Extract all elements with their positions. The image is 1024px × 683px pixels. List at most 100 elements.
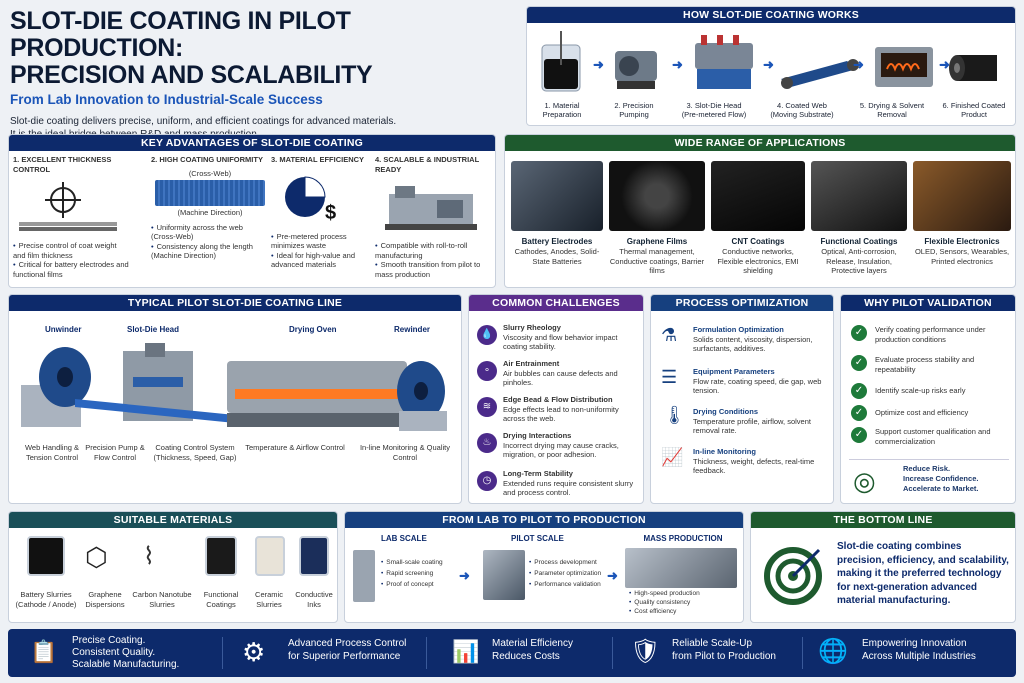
challenges-header: COMMON CHALLENGES: [469, 295, 643, 311]
lab-scale: LAB SCALE Small-scale coating Rapid scre…: [351, 534, 459, 620]
advantages-grid: 1. EXCELLENT THICKNESS CONTROL Precise c…: [9, 155, 495, 285]
pilot-item: Performance validation: [529, 580, 600, 590]
material-label: Carbon Nanotube Slurries: [132, 590, 192, 609]
footer-line: Reliable Scale-Up: [672, 638, 753, 649]
app-desc: Optical, Anti-corrosion, Release, Insula…: [821, 247, 897, 275]
material-label: Conductive Inks: [295, 590, 333, 609]
monitor-chart-icon: 📈: [661, 447, 684, 467]
pilot-title: PILOT SCALE: [511, 534, 564, 543]
footer-line: Reduces Costs: [492, 651, 560, 662]
how-header: HOW SLOT-DIE COATING WORKS: [527, 7, 1015, 23]
arrow-icon: ➜: [459, 568, 470, 583]
check-icon: ✓: [851, 405, 867, 421]
advantage-bullet: Precise control of coat weight and film …: [13, 241, 131, 260]
step-2: 2. Precision Pumping: [614, 101, 654, 119]
validation-header: WHY PILOT VALIDATION MATTERS: [841, 295, 1015, 325]
bubbles-icon: ∘: [477, 361, 497, 381]
cross-web-label: (Cross-Web): [188, 168, 232, 178]
footer-line: for Superior Performance: [288, 651, 401, 662]
step-1: 1. Material Preparation: [542, 101, 582, 119]
arrow-icon: ➜: [607, 568, 618, 583]
optimization-header: PROCESS OPTIMIZATION FACTORS: [651, 295, 833, 325]
scale-panel: FROM LAB TO PILOT TO PRODUCTION LAB SCAL…: [344, 511, 744, 623]
validation-panel: WHY PILOT VALIDATION MATTERS ✓ Verify co…: [840, 294, 1016, 504]
scale-header: FROM LAB TO PILOT TO PRODUCTION: [345, 512, 743, 528]
bottom-line-panel: THE BOTTOM LINE Slot-die coating combine…: [750, 511, 1016, 623]
advantage-bullet: Ideal for high-value and advanced materi…: [271, 251, 371, 270]
pilot-line-header: TYPICAL PILOT SLOT-DIE COATING LINE: [9, 295, 461, 311]
advantage-title: 3. MATERIAL EFFICIENCY: [271, 155, 365, 164]
label-coating-control: Coating Control System (Thickness, Speed…: [153, 443, 237, 462]
advantage-title: 4. SCALABLE & INDUSTRIAL READY: [375, 155, 480, 174]
step-4: 4. Coated Web (Moving Substrate): [770, 101, 834, 119]
step-3: 3. Slot-Die Head (Pre-metered Flow): [681, 101, 747, 119]
slot-die-head-icon: [695, 35, 753, 89]
slogan-line: Increase Confidence.: [903, 474, 979, 483]
clock-icon: ◷: [477, 471, 497, 491]
opt-desc: Flow rate, coating speed, die gap, web t…: [693, 376, 822, 396]
app-desc: Thermal management, Conductive coatings,…: [609, 247, 705, 275]
validation-item: Optimize cost and efficiency: [875, 408, 969, 417]
opt-title: In-line Monitoring: [693, 447, 756, 456]
label-web-handling: Web Handling & Tension Control: [24, 443, 80, 462]
industrial-machine-icon: [385, 186, 477, 230]
advantage-bullet: Compatible with roll-to-roll manufacturi…: [375, 241, 493, 260]
app-title: Functional Coatings: [820, 237, 898, 246]
droplet-icon: 💧: [477, 325, 497, 345]
advantage-title: 2. HIGH COATING UNIFORMITY: [151, 155, 263, 164]
target-arrow-icon: [764, 547, 822, 605]
bottom-line-text: Slot-die coating combines precision, eff…: [837, 541, 1009, 606]
crosshair-icon: [19, 182, 117, 231]
graphene-icon: ⬡: [85, 542, 108, 572]
challenge-title: Edge Bead & Flow Distribution: [503, 395, 613, 404]
app-desc: OLED, Sensors, Wearables, Printed electr…: [914, 247, 1010, 266]
lab-item: Rapid screening: [381, 569, 433, 579]
app-graphene: Graphene Films Thermal management, Condu…: [609, 161, 705, 276]
material-label: Battery Slurries (Cathode / Anode): [15, 590, 77, 609]
pump-icon: [615, 51, 657, 89]
advantage-bullet: Uniformity across the web (Cross-Web): [151, 223, 269, 242]
finished-roll-icon: [949, 55, 997, 81]
drying-oven-icon: [875, 47, 933, 87]
opt-desc: Temperature profile, airflow, solvent re…: [693, 416, 811, 436]
material-label: Ceramic Slurries: [255, 590, 283, 609]
thermometer-icon: 🌡: [663, 405, 686, 425]
pilot-item: Process development: [529, 558, 597, 568]
validation-slogan: ◎ Reduce Risk. Increase Confidence. Acce…: [849, 459, 1009, 499]
flask-icon: ⚗: [661, 325, 678, 345]
validation-item: Evaluate process stability and repeatabi…: [875, 355, 975, 374]
validation-item: Verify coating performance under product…: [875, 325, 986, 344]
clipboard-check-icon: 📋: [30, 639, 58, 664]
heat-icon: ♨: [477, 433, 497, 453]
mass-item: High-speed production: [629, 590, 699, 598]
mass-title: MASS PRODUCTION: [643, 534, 723, 543]
mass-production: MASS PRODUCTION High-speed production Qu…: [625, 534, 741, 620]
arrow-icon: ➜: [593, 57, 604, 72]
pilot-line-panel: TYPICAL PILOT SLOT-DIE COATING LINE Unwi…: [8, 294, 462, 504]
check-icon: ✓: [851, 325, 867, 341]
step-6: 6. Finished Coated Product: [942, 101, 1006, 119]
challenge-desc: Extended runs require consistent slurry …: [503, 478, 634, 498]
check-icon: ✓: [851, 427, 867, 443]
advantages-header: KEY ADVANTAGES OF SLOT-DIE COATING: [9, 135, 495, 151]
advantage-4: 4. SCALABLE & INDUSTRIAL READY Compatibl…: [375, 155, 493, 279]
footer-line: Scalable Manufacturing.: [72, 659, 180, 670]
ink-jar-icon: [299, 536, 329, 576]
ceramic-jar-icon: [255, 536, 285, 576]
challenge-1: 💧: [477, 325, 497, 345]
challenge-title: Long-Term Stability: [503, 469, 573, 478]
footer-line: Precise Coating.: [72, 635, 146, 646]
step-5: 5. Drying & Solvent Removal: [859, 101, 925, 119]
footer-line: from Pilot to Production: [672, 651, 776, 662]
material-label: Functional Coatings: [203, 590, 239, 609]
label-unwinder: Unwinder: [45, 325, 82, 334]
arrow-icon: ➜: [763, 57, 774, 72]
shield-check-icon: 🛡: [630, 638, 661, 665]
advantage-bullet: Smooth transition from pilot to mass pro…: [375, 260, 493, 279]
intro-1: Slot-die coating delivers precise, unifo…: [10, 116, 397, 127]
